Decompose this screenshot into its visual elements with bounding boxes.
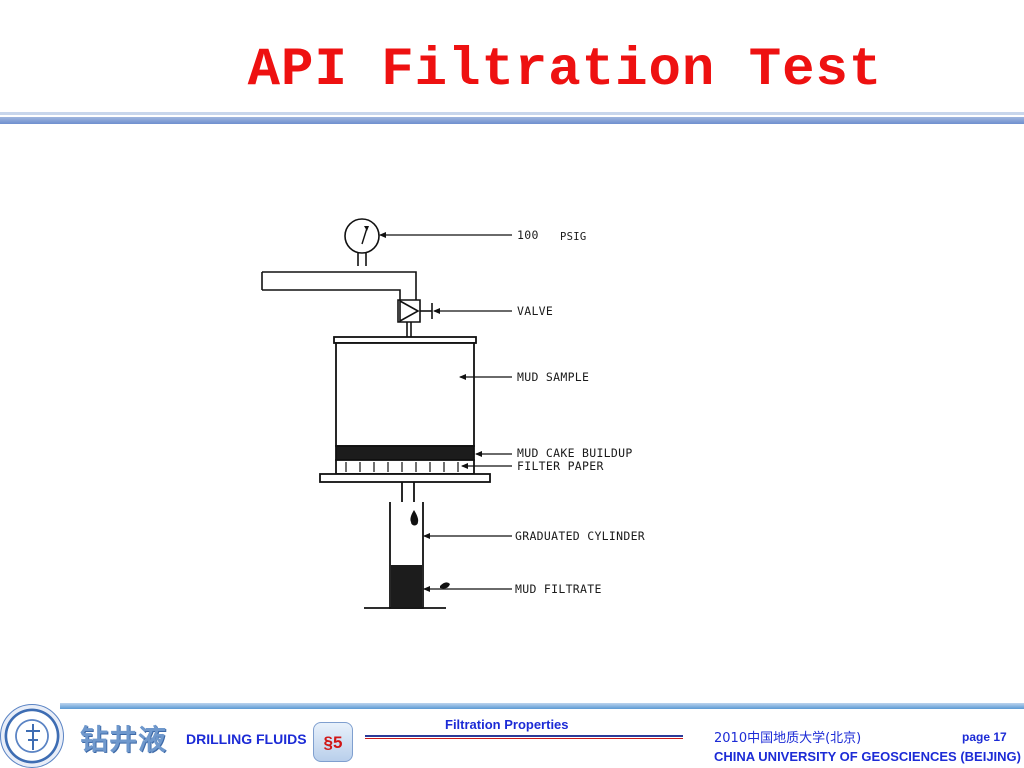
- seal-emblem-icon: [26, 724, 40, 750]
- pressure-line: [261, 271, 417, 300]
- brand-english: DRILLING FLUIDS: [186, 731, 307, 747]
- footer-topic: Filtration Properties: [445, 717, 569, 732]
- pressure-unit-label: PSIG: [560, 231, 587, 243]
- footer-band: [60, 703, 1024, 709]
- filter-paper-label: FILTER PAPER: [517, 459, 604, 473]
- mud-sample-label: MUD SAMPLE: [517, 370, 589, 384]
- pressure-gauge: [344, 218, 380, 266]
- label-arrows: [379, 232, 512, 592]
- title-divider: [0, 117, 1024, 124]
- footer-background: [60, 710, 1024, 768]
- pressure-label: 100: [517, 228, 539, 242]
- brand-chinese: 钻井液: [80, 723, 168, 756]
- topic-underline: [365, 735, 683, 737]
- title-divider-light: [0, 112, 1024, 115]
- footer-year-school: 2010中国地质大学(北京): [714, 731, 862, 746]
- university-seal-icon: [0, 704, 64, 768]
- filtration-cell: [319, 336, 491, 502]
- section-badge[interactable]: §5: [313, 722, 353, 762]
- graduated-cylinder-label: GRADUATED CYLINDER: [515, 529, 645, 543]
- filtration-diagram: 100 PSIG VALVE MUD SAMPLE MUD CAKE BUILD…: [261, 218, 645, 609]
- valve: [397, 299, 433, 338]
- valve-label: VALVE: [517, 304, 553, 318]
- page-title: API Filtration Test: [247, 40, 883, 101]
- topic-underline-red: [365, 738, 683, 739]
- graduated-cylinder: [364, 502, 450, 609]
- footer-university: CHINA UNIVERSITY OF GEOSCIENCES (BEIJING…: [714, 749, 1021, 764]
- mud-filtrate-label: MUD FILTRATE: [515, 582, 602, 596]
- page-number: page 17: [962, 730, 1007, 744]
- mud-cake-label: MUD CAKE BUILDUP: [517, 446, 633, 460]
